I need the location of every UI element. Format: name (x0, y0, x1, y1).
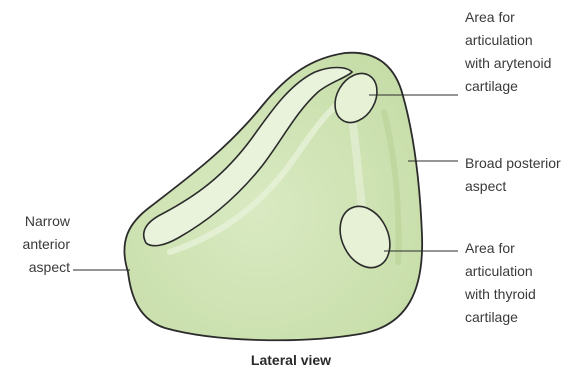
posterior-aspect-label: Broad posterior aspect (465, 152, 561, 198)
thyroid-area-label: Area for articulation with thyroid carti… (465, 237, 536, 329)
anterior-aspect-label: Narrow anterior aspect (0, 210, 70, 279)
view-caption: Lateral view (0, 352, 582, 368)
arytenoid-area-label: Area for articulation with arytenoid car… (465, 6, 551, 98)
cartilage-outline (124, 53, 422, 341)
